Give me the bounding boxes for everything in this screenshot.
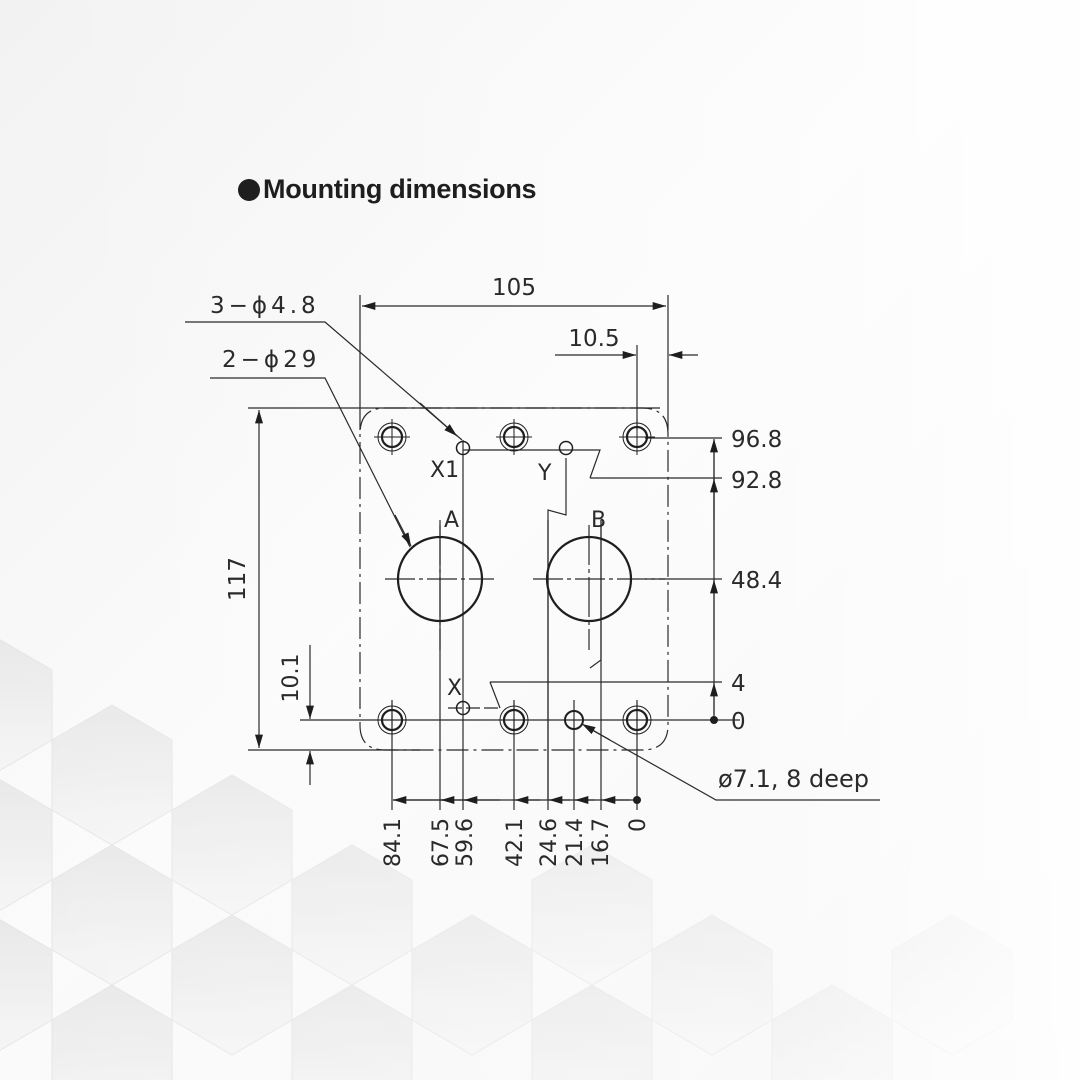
- plate-outline: [359, 407, 669, 751]
- dim-h-0: 0: [626, 818, 651, 832]
- page-title: Mounting dimensions: [238, 174, 537, 205]
- bolt-hole-icon: [499, 702, 529, 738]
- bolt-hole-icon: [374, 419, 410, 455]
- label-y: Y: [537, 461, 552, 486]
- bolt-hole-icon: [496, 419, 532, 455]
- title-text: Mounting dimensions: [263, 174, 537, 204]
- dim-h-16-7: 16.7: [589, 818, 614, 867]
- bolt-holes: [374, 419, 655, 738]
- pin-hole: [564, 710, 584, 730]
- port-x-hole: [455, 700, 471, 716]
- label-a: A: [444, 508, 459, 533]
- bullet-icon: [238, 178, 260, 201]
- callout-large-ports: 2−ϕ29: [222, 347, 320, 373]
- bolt-hole-icon: [619, 419, 655, 455]
- dim-right-offset: 10.5: [568, 326, 619, 352]
- dim-overall-height: 117: [225, 557, 251, 601]
- dim-h-84-1: 84.1: [381, 818, 406, 867]
- dim-h-21-4: 21.4: [563, 818, 588, 867]
- port-b: [545, 535, 633, 623]
- dim-v-96-8: 96.8: [731, 427, 782, 453]
- port-x1-hole: [455, 440, 471, 456]
- callout-pin-hole: ø7.1, 8 deep: [718, 765, 869, 793]
- dim-v-0: 0: [731, 709, 746, 735]
- port-y-hole: [558, 440, 574, 456]
- dim-h-42-1: 42.1: [503, 818, 528, 867]
- dim-h-59-6: 59.6: [453, 818, 478, 867]
- dim-v-48-4: 48.4: [731, 568, 782, 594]
- label-b: B: [591, 508, 606, 533]
- label-x: X: [447, 676, 462, 701]
- label-x1: X1: [430, 458, 459, 483]
- dim-h-67-5: 67.5: [429, 818, 454, 867]
- dim-overall-width: 105: [492, 275, 536, 301]
- port-a: [396, 535, 484, 623]
- bolt-hole-icon: [622, 702, 652, 738]
- callout-small-holes: 3−ϕ4.8: [210, 293, 320, 319]
- dim-h-24-6: 24.6: [537, 818, 562, 867]
- bolt-hole-icon: [377, 702, 407, 738]
- dim-v-4: 4: [731, 671, 746, 697]
- dim-v-92-8: 92.8: [731, 468, 782, 494]
- dim-bottom-offset: 10.1: [279, 654, 304, 703]
